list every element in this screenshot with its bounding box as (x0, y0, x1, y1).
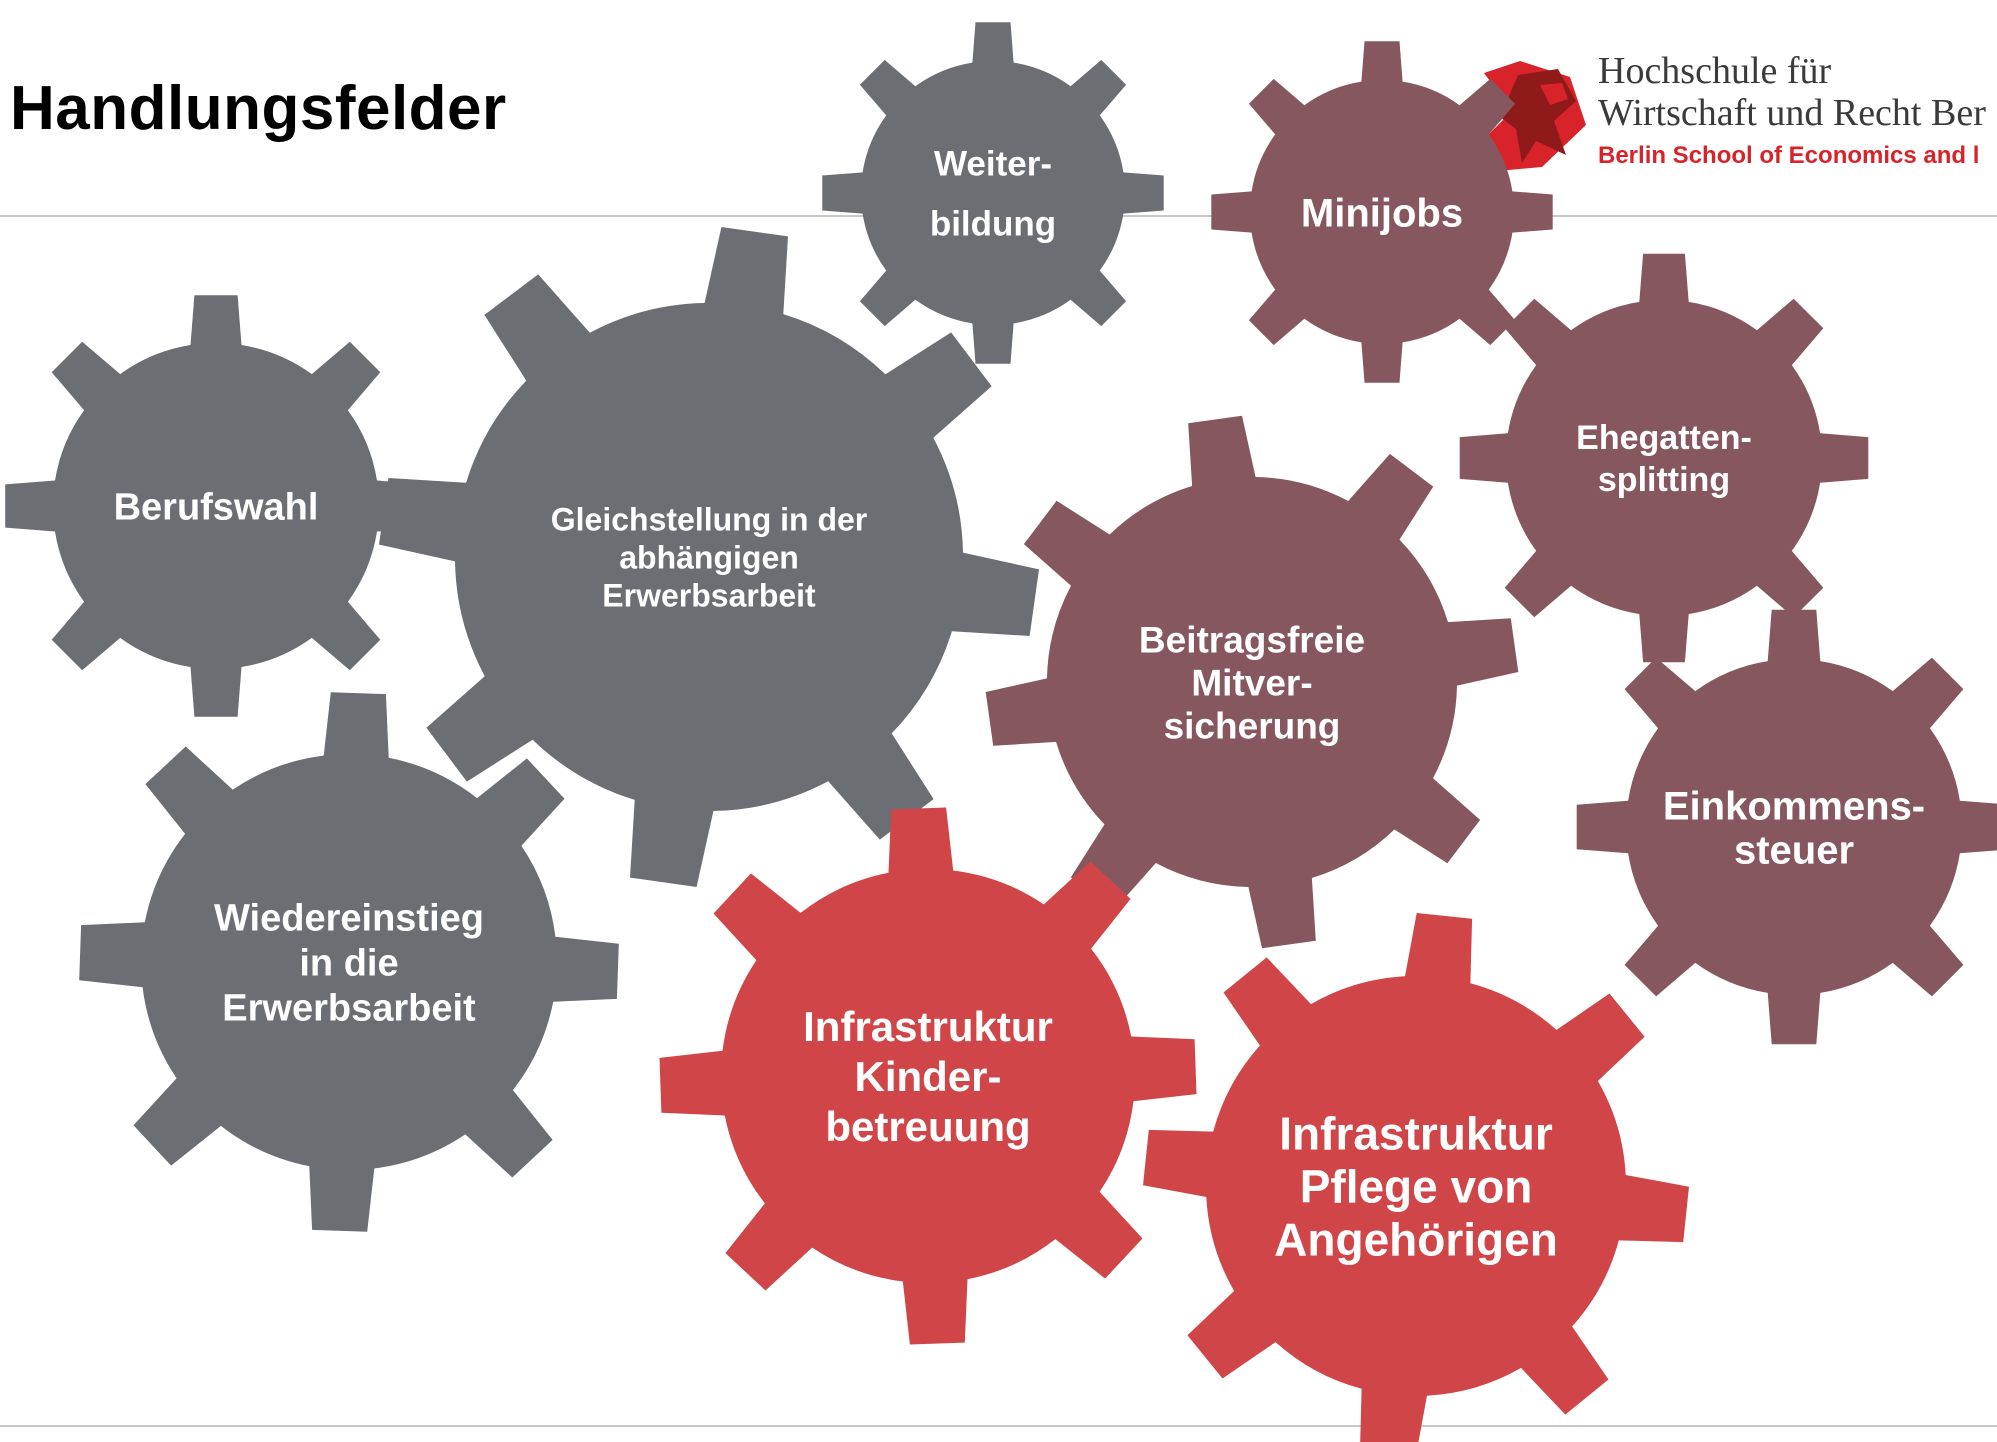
gear-ehegattensplitting-shape (1459, 253, 1869, 663)
gear-einkommensteuer-label-2: steuer (1734, 828, 1854, 872)
gear-infrastruktur-pflege-label-2: Pflege von (1300, 1161, 1533, 1213)
gear-berufswahl: Berufswahl (5, 295, 427, 717)
gear-wiedereinstieg-shape (79, 692, 619, 1232)
gear-minijobs: Minijobs (1211, 41, 1553, 383)
gear-weiterbildung-shape (822, 22, 1164, 364)
gear-gleichstellung-label-3: Erwerbsarbeit (602, 578, 816, 614)
gear-beitragsfreie-mitversicherung-label-1: Beitragsfreie (1139, 619, 1365, 660)
gear-berufswahl-shape (5, 295, 427, 717)
logo-line-3: Berlin School of Economics and l (1598, 142, 1980, 169)
berlin-bear-logo-icon (1484, 61, 1586, 171)
gear-berufswahl-label-1: Berufswahl (114, 487, 319, 529)
gear-einkommensteuer: Einkommens-steuer (1576, 609, 1997, 1045)
gear-weiterbildung: Weiter-bildung (822, 22, 1164, 364)
gear-weiterbildung-label-1: Weiter- (934, 145, 1052, 184)
gear-infrastruktur-pflege-shape (1143, 913, 1689, 1442)
gear-minijobs-label-1: Minijobs (1301, 191, 1463, 235)
gear-ehegattensplitting: Ehegatten-splitting (1459, 253, 1869, 663)
gear-gleichstellung-shape (379, 227, 1039, 887)
gear-gleichstellung-label-1: Gleichstellung in der (551, 502, 868, 538)
gear-weiterbildung-label-2: bildung (930, 205, 1056, 244)
gear-infrastruktur-pflege-label-3: Angehörigen (1274, 1214, 1558, 1266)
gear-beitragsfreie-mitversicherung-label-2: Mitver- (1191, 662, 1312, 703)
gear-wiedereinstieg-label-1: Wiedereinstieg (214, 898, 484, 940)
gear-einkommensteuer-label-1: Einkommens- (1663, 784, 1925, 828)
gear-beitragsfreie-mitversicherung-label-3: sicherung (1164, 705, 1341, 746)
gear-einkommensteuer-shape (1576, 609, 1997, 1045)
gear-infrastruktur-kinderbetreuung-label-2: Kinder- (855, 1053, 1002, 1100)
gear-infrastruktur-pflege-label-1: Infrastruktur (1279, 1108, 1553, 1160)
gear-infrastruktur-kinderbetreuung-shape (659, 807, 1197, 1345)
gear-infrastruktur-kinderbetreuung-label-3: betreuung (825, 1103, 1030, 1150)
gear-gleichstellung-label-2: abhängigen (619, 540, 799, 576)
slide-title: Handlungsfelder (10, 74, 507, 143)
gear-wiedereinstieg-label-3: Erwerbsarbeit (222, 988, 476, 1030)
gear-ehegattensplitting-label-2: splitting (1598, 461, 1730, 499)
logo-line-2: Wirtschaft und Recht Ber (1598, 92, 1986, 134)
gear-beitragsfreie-mitversicherung-shape (985, 415, 1519, 949)
gear-ehegattensplitting-label-1: Ehegatten- (1576, 419, 1752, 457)
gear-minijobs-shape (1211, 41, 1553, 383)
university-logo: Hochschule für Wirtschaft und Recht Ber … (1598, 50, 1986, 170)
footer-divider (0, 1425, 1997, 1427)
gear-gleichstellung: Gleichstellung in derabhängigenErwerbsar… (379, 227, 1039, 887)
logo-line-1: Hochschule für (1598, 50, 1832, 92)
gear-infrastruktur-kinderbetreuung-label-1: Infrastruktur (803, 1003, 1053, 1050)
gear-wiedereinstieg-label-2: in die (299, 943, 398, 985)
